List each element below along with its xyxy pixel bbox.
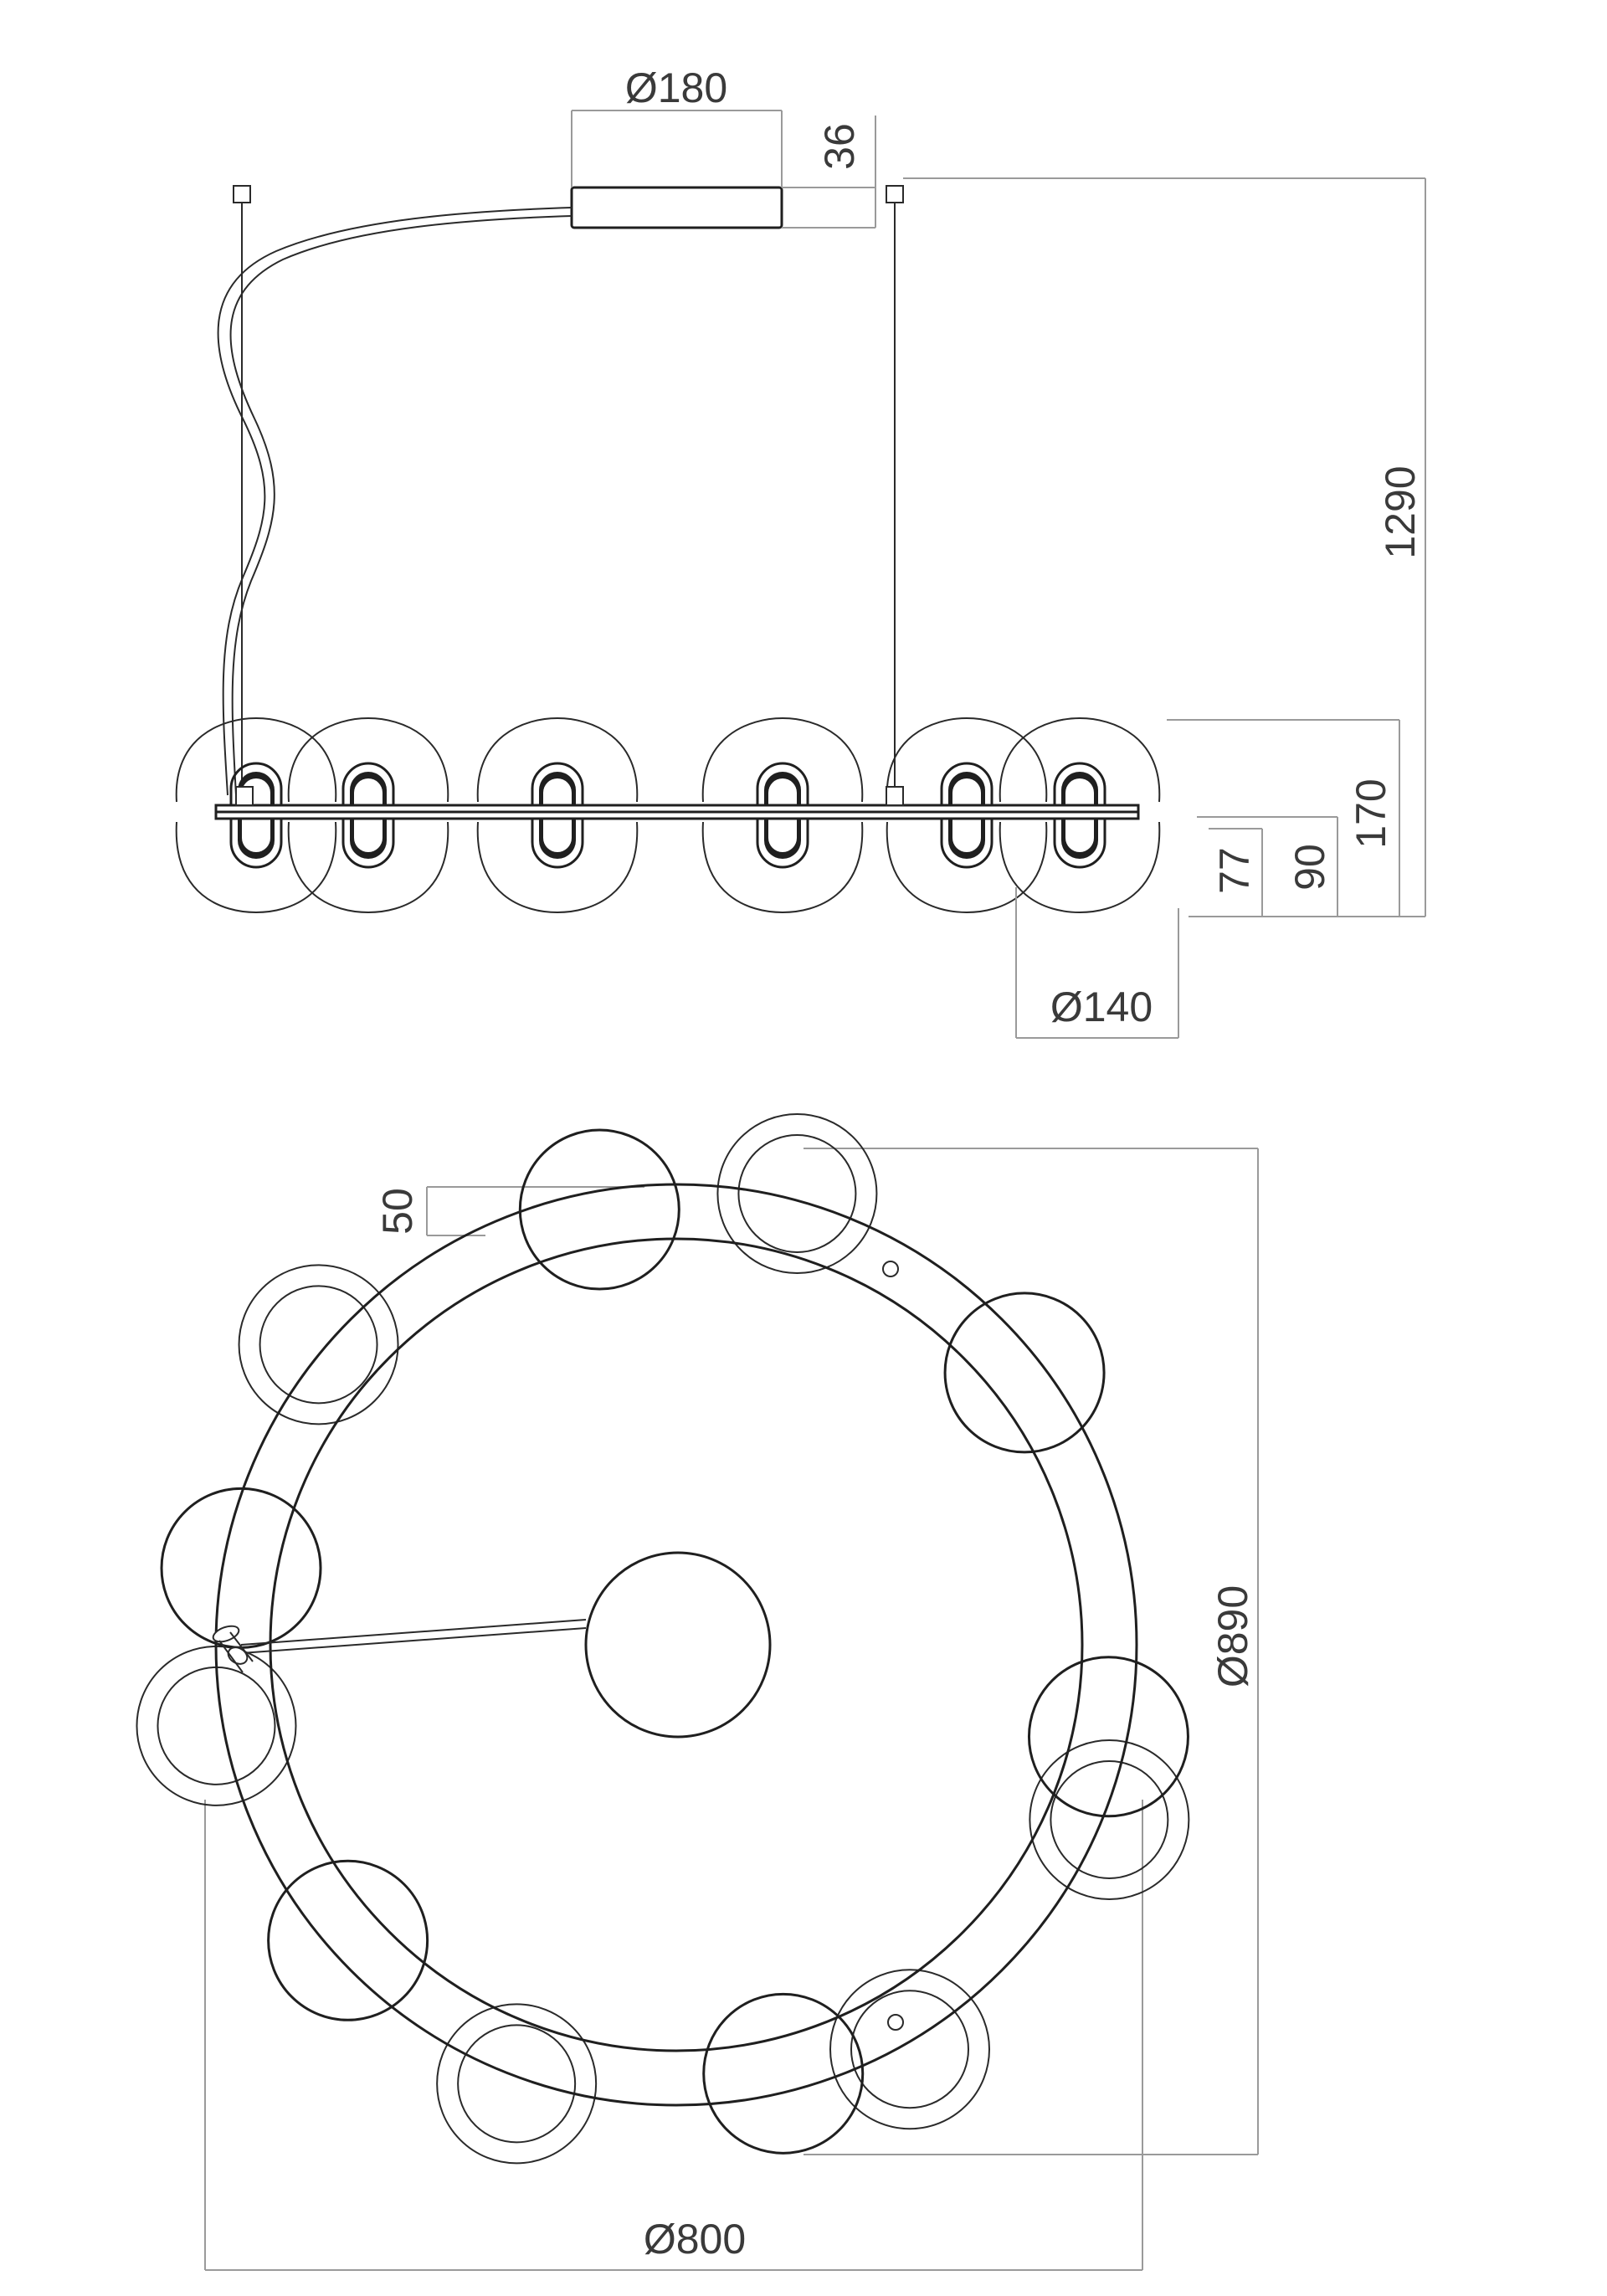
shade-outer	[238, 1264, 399, 1425]
globe-5	[267, 1859, 429, 2021]
top-globes	[160, 1128, 1189, 2155]
dim-globe-offset-label: 50	[374, 1188, 421, 1235]
power-cord-inner	[229, 215, 572, 796]
globe-2	[943, 1292, 1106, 1454]
left-anchor	[233, 185, 251, 203]
lower-shade	[886, 821, 1048, 914]
dim-module-height-label: 170	[1348, 778, 1394, 848]
shade-outer	[1029, 1739, 1190, 1901]
upper-shade	[701, 717, 864, 803]
dim-bar-to-bottom: 77	[1209, 828, 1263, 917]
power-cord	[217, 207, 572, 796]
lower-shade	[999, 821, 1161, 914]
right-cable-clamp	[886, 786, 904, 806]
dim-outer-diameter: Ø890	[804, 1148, 1259, 2155]
dim-canopy-diameter: Ø180	[571, 64, 783, 187]
lower-shade	[701, 821, 864, 914]
dim-ring-diameter: Ø800	[204, 1800, 1143, 2271]
shade-inner	[850, 1990, 969, 2109]
right-anchor	[886, 185, 904, 203]
upper-shade	[175, 717, 337, 803]
under-shade-2	[238, 1264, 399, 1425]
dim-canopy-height-label: 36	[816, 123, 863, 170]
lower-shade	[175, 821, 337, 914]
globe-1	[518, 1128, 680, 1291]
canopy-top	[584, 1551, 772, 1739]
top-view: Ø890 Ø800 50	[136, 1113, 1259, 2271]
lower-shade	[287, 821, 449, 914]
upper-shade	[287, 717, 449, 803]
shade-outer	[829, 1969, 990, 2130]
top-power-cord-inner	[240, 1627, 587, 1654]
globe-3	[160, 1487, 322, 1649]
shade-inner	[457, 2024, 577, 2144]
dim-ring-diameter-label: Ø800	[644, 2216, 746, 2263]
dim-globe-offset: 50	[374, 1186, 644, 1236]
shade-outer	[436, 2003, 598, 2165]
ring-inner-edge	[269, 1237, 1084, 2052]
shade-inner	[157, 1666, 276, 1785]
upper-shade	[886, 717, 1048, 803]
ring-hole	[887, 2014, 904, 2031]
under-shade-3	[1029, 1739, 1190, 1901]
dim-canopy-diameter-label: Ø180	[625, 64, 727, 111]
upper-shade	[999, 717, 1161, 803]
dim-lower-height-label: 90	[1286, 844, 1333, 891]
left-cable-clamp	[235, 786, 254, 806]
shade-inner	[737, 1134, 857, 1254]
dim-outer-diameter-label: Ø890	[1209, 1585, 1256, 1687]
shade-inner	[259, 1285, 378, 1405]
dim-shade-diameter: Ø140	[1015, 887, 1179, 1039]
under-shade-6	[436, 2003, 598, 2165]
dim-canopy-height: 36	[782, 116, 876, 229]
globe-6	[702, 1992, 865, 2155]
dim-total-height: 1290	[903, 177, 1426, 917]
top-shades	[136, 1113, 1190, 2165]
dim-bar-to-bottom-label: 77	[1211, 847, 1258, 894]
shade-inner	[1050, 1760, 1169, 1880]
dim-shade-diameter-label: Ø140	[1050, 984, 1153, 1030]
side-view: Ø180 36 1290 170 90	[175, 64, 1426, 1039]
top-power-cord	[240, 1619, 587, 1646]
cord-clamp	[212, 1625, 254, 1673]
dim-lower-height: 90	[1197, 816, 1338, 917]
upper-shade	[476, 717, 639, 803]
dim-total-height-label: 1290	[1377, 465, 1424, 558]
under-shade-1	[716, 1113, 878, 1275]
shade-outer	[716, 1113, 878, 1275]
ring-hole	[882, 1261, 899, 1277]
lower-shade	[476, 821, 639, 914]
canopy	[570, 186, 783, 229]
under-shade-5	[829, 1969, 990, 2130]
globe-4	[1027, 1656, 1189, 1818]
dim-module-height: 170	[1167, 719, 1400, 917]
